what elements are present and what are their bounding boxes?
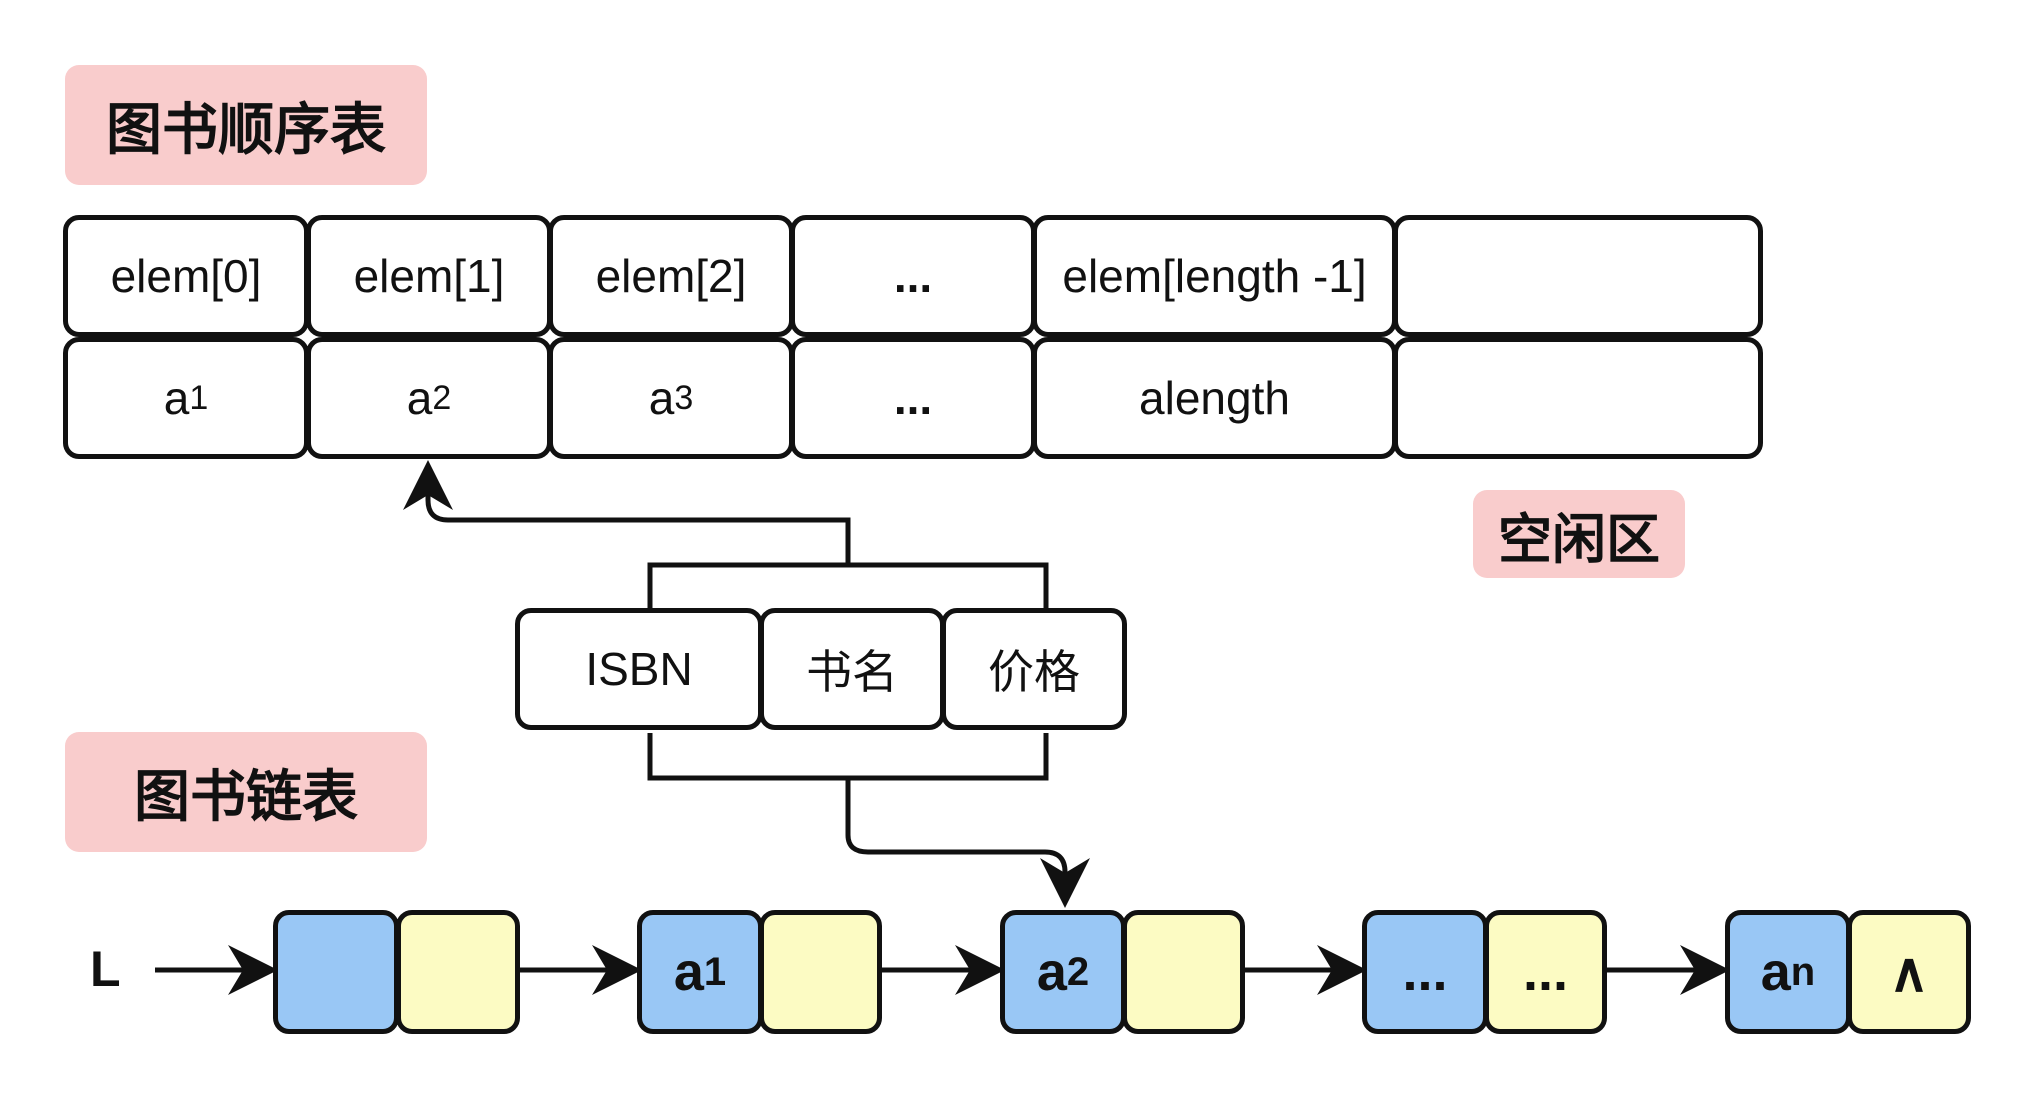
node-pointer-label: ∧ <box>1889 942 1929 1003</box>
index-cell: elem[length -1] <box>1032 215 1397 337</box>
index-label: elem[0] <box>110 250 262 302</box>
value-base: ... <box>893 372 933 424</box>
record-to-seq-a2-arrow <box>403 460 851 565</box>
value-base: a <box>648 372 675 424</box>
value-cell: ... <box>790 337 1036 459</box>
free-area-label: 空闲区 <box>1473 490 1685 578</box>
head-pointer-label: L <box>90 941 121 997</box>
node-data-ellipsis: ... <box>1362 910 1488 1034</box>
sequential-list-title: 图书顺序表 <box>65 65 427 185</box>
value-cell-empty <box>1393 337 1763 459</box>
node-data-base: a <box>1760 942 1791 1002</box>
node-data-base: ... <box>1402 942 1448 1002</box>
field-label: 书名 <box>806 645 898 699</box>
node-data-base: a <box>673 942 704 1002</box>
field-label: ISBN <box>585 643 693 695</box>
node-data-head <box>273 910 399 1034</box>
node-data-base: a <box>1036 942 1067 1002</box>
index-label: ... <box>893 250 933 302</box>
record-to-link-a2-arrow <box>845 778 1090 908</box>
value-subscript: length <box>1164 372 1290 424</box>
node-pointer-label: ... <box>1522 942 1568 1002</box>
record-bottom-bracket <box>647 733 1049 781</box>
value-base: a <box>163 372 190 424</box>
node-pointer-a1 <box>759 910 882 1034</box>
index-cell-empty <box>1393 215 1763 337</box>
index-cell: elem[2] <box>548 215 794 337</box>
field-isbn: ISBN <box>515 608 763 730</box>
field-label: 价格 <box>988 645 1080 699</box>
index-cell: elem[1] <box>306 215 552 337</box>
value-base: a <box>406 372 433 424</box>
index-cell: elem[0] <box>63 215 309 337</box>
record-top-bracket <box>647 562 1049 612</box>
index-label: elem[1] <box>353 250 505 302</box>
index-label: elem[length -1] <box>1062 250 1367 302</box>
value-base: a <box>1139 372 1165 424</box>
index-label: elem[2] <box>595 250 747 302</box>
node-pointer-ellipsis: ... <box>1484 910 1607 1034</box>
linked-list-title: 图书链表 <box>65 732 427 852</box>
node-pointer-a2 <box>1122 910 1245 1034</box>
node-pointer-head <box>396 910 520 1034</box>
field-title: 书名 <box>759 608 945 730</box>
field-price: 价格 <box>941 608 1127 730</box>
node-pointer-null: ∧ <box>1847 910 1971 1034</box>
index-cell: ... <box>790 215 1036 337</box>
